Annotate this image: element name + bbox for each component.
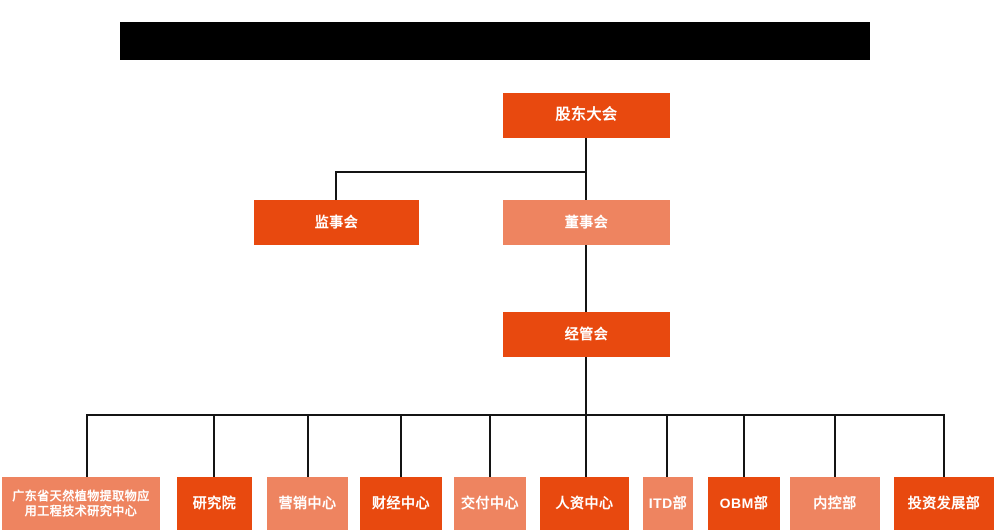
management-stem xyxy=(585,357,587,415)
shareholders-stem xyxy=(585,138,587,200)
org-node-label: 财经中心 xyxy=(372,494,430,511)
org-node-hr[interactable]: 人资中心 xyxy=(540,477,629,530)
drop-marketing xyxy=(307,414,309,477)
org-node-label: 内控部 xyxy=(813,494,857,511)
org-node-supervisors[interactable]: 监事会 xyxy=(254,200,419,245)
org-node-label: OBM部 xyxy=(719,494,769,511)
org-node-obm[interactable]: OBM部 xyxy=(708,477,780,530)
shareholders-branch-bar xyxy=(335,171,586,173)
drop-finance xyxy=(400,414,402,477)
org-node-label: 研究院 xyxy=(192,494,237,511)
directors-to-management xyxy=(585,245,587,313)
org-node-label: 董事会 xyxy=(564,213,609,230)
org-node-institute[interactable]: 研究院 xyxy=(177,477,252,530)
drop-obm xyxy=(743,414,745,477)
org-node-label: ITD部 xyxy=(648,494,688,511)
org-node-directors[interactable]: 董事会 xyxy=(503,200,670,245)
org-node-delivery[interactable]: 交付中心 xyxy=(454,477,526,530)
supervisors-drop xyxy=(335,171,337,201)
org-node-label: 投资发展部 xyxy=(907,494,981,511)
org-node-label: 营销中心 xyxy=(278,494,337,511)
drop-investment xyxy=(943,414,945,477)
drop-research-center xyxy=(86,414,88,477)
drop-hr xyxy=(585,414,587,477)
org-node-itd[interactable]: ITD部 xyxy=(643,477,693,530)
drop-institute xyxy=(213,414,215,477)
org-node-label: 监事会 xyxy=(314,213,359,230)
org-node-investment[interactable]: 投资发展部 xyxy=(894,477,994,530)
org-node-shareholders[interactable]: 股东大会 xyxy=(503,93,670,138)
org-node-label: 经管会 xyxy=(564,325,609,342)
drop-delivery xyxy=(489,414,491,477)
org-node-internal-ctrl[interactable]: 内控部 xyxy=(790,477,880,530)
org-node-label: 广东省天然植物提取物应用工程技术研究中心 xyxy=(12,488,150,518)
org-node-label: 交付中心 xyxy=(461,494,519,511)
drop-internal-ctrl xyxy=(834,414,836,477)
org-node-label: 股东大会 xyxy=(555,106,618,124)
redacted-title-bar xyxy=(120,22,870,60)
department-bus-bar xyxy=(86,414,945,416)
org-node-label: 人资中心 xyxy=(555,494,614,511)
drop-itd xyxy=(666,414,668,477)
org-node-management[interactable]: 经管会 xyxy=(503,312,670,357)
org-node-finance[interactable]: 财经中心 xyxy=(360,477,442,530)
org-node-research-center[interactable]: 广东省天然植物提取物应用工程技术研究中心 xyxy=(2,477,160,530)
org-node-marketing[interactable]: 营销中心 xyxy=(267,477,348,530)
